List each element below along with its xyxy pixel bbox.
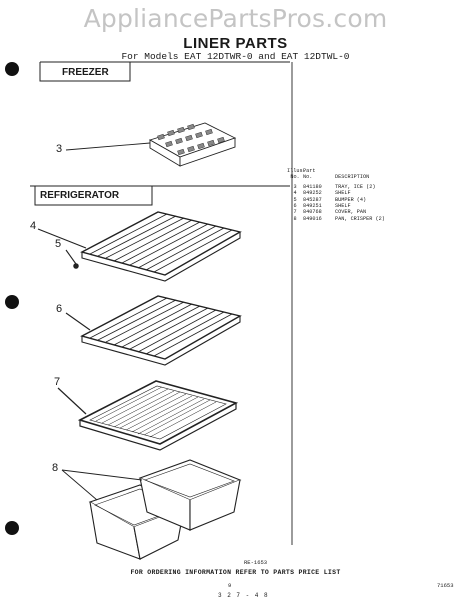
header-illus: No.	[290, 174, 300, 181]
table-row: 4 849252 SHELF	[287, 190, 417, 196]
row-illus: 7	[293, 209, 297, 216]
header-part: No.	[303, 174, 313, 181]
row-description: SHELF	[335, 190, 351, 197]
parts-table-header-top: Illus. Part	[287, 168, 417, 174]
row-illus: 5	[293, 196, 297, 203]
refrigerator-label: REFRIGERATOR	[40, 190, 120, 201]
header-illus-top: Illus.	[287, 168, 306, 174]
freezer-label: FREEZER	[62, 67, 109, 78]
freezer-frame	[39, 61, 290, 82]
punch-hole-top	[5, 62, 19, 76]
page-subtitle: For Models EAT 12DTWR-0 and EAT 12DTWL-0	[121, 51, 350, 62]
callout-7: 7	[54, 376, 61, 388]
watermark: AppliancePartsPros.com	[83, 4, 388, 33]
shelf-4-illustration	[37, 211, 242, 282]
row-illus: 6	[293, 203, 297, 210]
row-description: PAN, CRISPER (2)	[335, 215, 385, 222]
callout-5: 5	[55, 238, 62, 250]
row-part-number: 849252	[303, 190, 322, 197]
callout-4: 4	[30, 220, 37, 232]
punch-hole-bottom	[5, 521, 19, 535]
bottom-marks: 3 2 7 - 4 8	[218, 592, 269, 599]
row-part-number: 841180	[303, 183, 322, 190]
ordering-footer: FOR ORDERING INFORMATION REFER TO PARTS …	[130, 569, 341, 576]
table-row: 6 849251 SHELF	[287, 203, 417, 209]
shelf-6-illustration	[65, 295, 242, 366]
row-part-number: 849016	[303, 215, 322, 222]
punch-hole-middle	[5, 295, 19, 309]
doc-code: 71653	[437, 582, 454, 589]
header-description: DESCRIPTION	[335, 174, 370, 181]
page-title: LINER PARTS	[183, 35, 288, 52]
pan-cover-7-illustration	[57, 380, 239, 451]
callout-8: 8	[52, 462, 59, 474]
page-number: 9	[228, 582, 232, 589]
table-row: 8 849016 PAN, CRISPER (2)	[287, 216, 417, 222]
parts-table-header: No. No. DESCRIPTION	[287, 174, 417, 180]
row-part-number: 849251	[303, 203, 322, 210]
table-row: 7 840768 COVER, PAN	[287, 209, 417, 215]
ice-tray-illustration	[65, 122, 237, 167]
crisper-callout-lines	[61, 469, 143, 501]
callout-3: 3	[56, 143, 63, 155]
row-part-number: 840768	[303, 209, 322, 216]
row-description: SHELF	[335, 203, 351, 210]
row-description: TRAY, ICE (2)	[335, 183, 376, 190]
crisper-pan-right-illustration	[138, 459, 242, 531]
table-row: 3 841180 TRAY, ICE (2)	[287, 184, 417, 190]
row-description: BUMPER (4)	[335, 196, 367, 203]
header-part-top: Part	[303, 168, 316, 174]
table-row: 5 845287 BUMPER (4)	[287, 197, 417, 203]
drawing-code: RE-1653	[244, 559, 268, 566]
row-part-number: 845287	[303, 196, 322, 203]
row-illus: 4	[293, 190, 297, 197]
callout-6: 6	[56, 303, 63, 315]
row-illus: 3	[293, 183, 297, 190]
row-illus: 8	[293, 215, 297, 222]
parts-table: Illus. Part No. No. DESCRIPTION 3 841180…	[287, 168, 417, 222]
row-description: COVER, PAN	[335, 209, 367, 216]
refrigerator-frame	[30, 62, 293, 545]
